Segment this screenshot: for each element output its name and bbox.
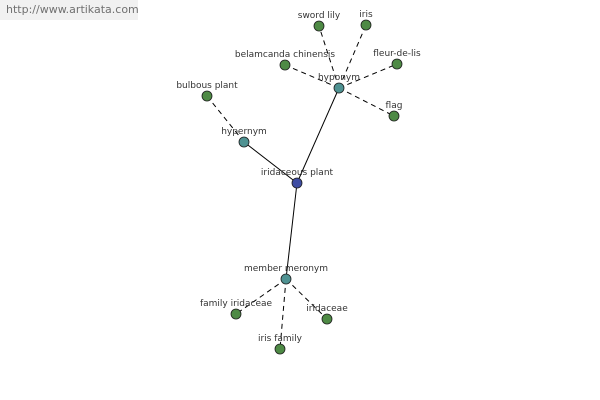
leaf-family-iridaceae-label[interactable]: family iridaceae (200, 299, 273, 309)
center-iridaceous-plant-label[interactable]: iridaceous plant (261, 168, 334, 178)
edge-center-to-member-meronym (285, 182, 298, 280)
edge-member-meronym-to-iris-family (279, 278, 287, 350)
relation-hypernym-label[interactable]: hypernym (221, 127, 267, 137)
edge-member-meronym-to-iridaceae (285, 278, 328, 320)
leaf-belamcanda-chinensis-node[interactable] (279, 59, 291, 71)
graph-nodes (201, 19, 403, 355)
edge-hyponym-to-iris (338, 24, 367, 89)
leaf-belamcanda-chinensis-label[interactable]: belamcanda chinensis (235, 50, 336, 60)
leaf-bulbous-plant-node[interactable] (201, 90, 213, 102)
edge-hyponym-to-flag (338, 87, 395, 117)
relation-hyponym-label[interactable]: hyponym (318, 73, 360, 83)
leaf-flag-node[interactable] (388, 110, 400, 122)
edge-center-to-hyponym (296, 87, 340, 184)
leaf-fleur-de-lis-label[interactable]: fleur-de-lis (373, 49, 421, 59)
leaf-iris-family-label[interactable]: iris family (258, 334, 303, 344)
edge-center-to-hypernym (243, 141, 298, 184)
edge-hyponym-to-sword-lily (318, 25, 340, 89)
edge-hyponym-to-fleur-de-lis (338, 63, 398, 89)
leaf-fleur-de-lis-node[interactable] (391, 58, 403, 70)
leaf-iridaceae-label[interactable]: iridaceae (306, 304, 348, 314)
leaf-iris-label[interactable]: iris (359, 10, 373, 20)
leaf-iris-node[interactable] (360, 19, 372, 31)
relation-member-meronym-node[interactable] (280, 273, 292, 285)
leaf-family-iridaceae-node[interactable] (230, 308, 242, 320)
edge-hyponym-to-belamcanda-chinensis (284, 64, 340, 89)
leaf-bulbous-plant-label[interactable]: bulbous plant (176, 81, 238, 91)
relation-hyponym-node[interactable] (333, 82, 345, 94)
leaf-sword-lily-label[interactable]: sword lily (298, 11, 341, 21)
relation-member-meronym-label[interactable]: member meronym (244, 264, 328, 274)
edge-hypernym-to-bulbous-plant (206, 95, 245, 143)
center-iridaceous-plant-node[interactable] (291, 177, 303, 189)
edge-member-meronym-to-family-iridaceae (235, 278, 287, 315)
leaf-flag-label[interactable]: flag (386, 101, 403, 111)
relation-hypernym-node[interactable] (238, 136, 250, 148)
source-url-banner[interactable]: http://www.artikata.com (0, 0, 139, 20)
leaf-iris-family-node[interactable] (274, 343, 286, 355)
leaf-sword-lily-node[interactable] (313, 20, 325, 32)
leaf-iridaceae-node[interactable] (321, 313, 333, 325)
graph-labels: iridaceous plant hyponym sword lily iris bel… (176, 10, 421, 344)
graph-edges (206, 24, 398, 350)
